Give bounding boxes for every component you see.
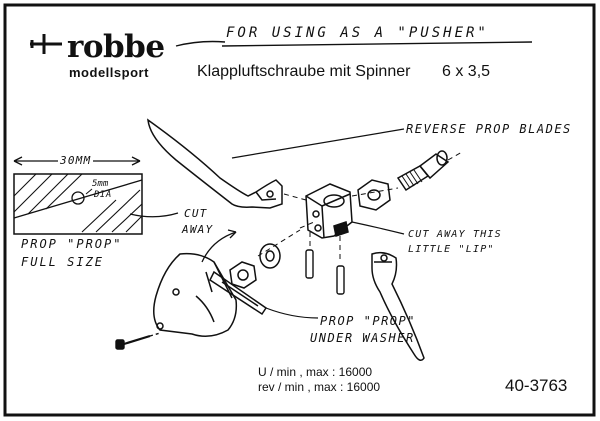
template-dimension: 30MM — [58, 154, 94, 167]
spec-line-2: rev / min , max : 16000 — [258, 380, 381, 394]
brand-name: robbe — [67, 29, 165, 65]
cut-lip-line2: LITTLE "LIP" — [408, 244, 495, 255]
template-cut-line2: AWAY — [182, 223, 214, 236]
brand-tagline: modellsport — [69, 65, 149, 80]
shaft-adapter — [396, 150, 450, 192]
annotation-leaders — [231, 128, 405, 319]
template-cut-line1: CUT — [184, 207, 208, 220]
outer-frame — [3, 3, 596, 417]
screw — [115, 332, 161, 350]
hub-pins — [305, 249, 345, 295]
assembly-axis — [257, 151, 463, 262]
prop-blade-lower — [371, 251, 425, 361]
pusher-note-underline — [175, 40, 226, 47]
title-size: 6 x 3,5 — [442, 63, 491, 80]
spinner-nut — [229, 261, 257, 289]
pusher-note-underline-2 — [221, 41, 533, 47]
prop-washer-line1: PROP "PROP" — [320, 314, 416, 328]
placement-arrow — [201, 229, 237, 263]
pusher-note: FOR USING AS A "PUSHER" — [226, 25, 489, 41]
spinner-cone — [153, 252, 238, 337]
washer — [259, 243, 281, 269]
airplane-logo-icon — [30, 34, 62, 54]
hub-nut — [357, 179, 391, 211]
template-hole-unit: DIA — [94, 190, 112, 200]
prop-template — [13, 156, 179, 235]
prop-washer-line2: UNDER WASHER — [310, 331, 415, 345]
reverse-blades-label: REVERSE PROP BLADES — [406, 122, 572, 136]
spec-line-1: U / min , max : 16000 — [258, 365, 373, 379]
template-label-line2: FULL SIZE — [21, 255, 105, 269]
prop-hub — [305, 183, 353, 239]
template-label-line1: PROP "PROP" — [21, 237, 123, 251]
title-text: Klappluftschraube mit Spinner — [197, 63, 411, 80]
spinner-backplate — [209, 270, 268, 316]
prop-blade-upper — [147, 118, 283, 209]
cut-lip-line1: CUT AWAY THIS — [408, 229, 502, 240]
part-number: 40-3763 — [505, 376, 568, 395]
template-hole-size: 5mm — [92, 179, 109, 189]
